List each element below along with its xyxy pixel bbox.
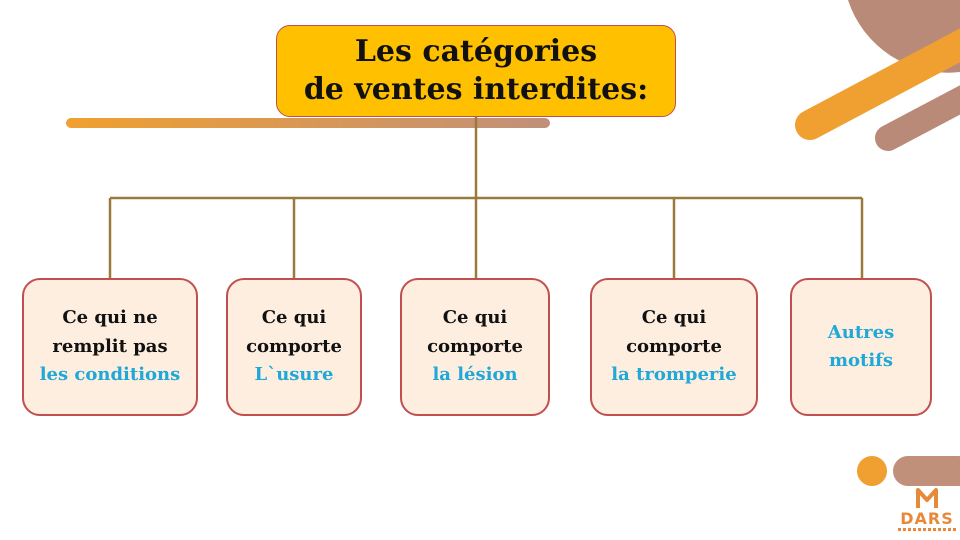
node-text-line-2: comporte bbox=[246, 335, 342, 357]
node-highlight: les conditions bbox=[39, 364, 181, 386]
decor-stripe-brown bbox=[875, 85, 960, 151]
decor-pill bbox=[893, 456, 960, 486]
node-text-line-1: Ce qui bbox=[641, 307, 707, 329]
title-line-1: Les catégories bbox=[354, 34, 598, 69]
node-text-line-2: comporte bbox=[626, 335, 722, 357]
node-text-line-1: Ce qui ne bbox=[62, 307, 158, 329]
node-text-line-1: Ce qui bbox=[442, 307, 508, 329]
node-highlight: la tromperie bbox=[611, 364, 737, 386]
decor-horizontal-bar bbox=[66, 118, 550, 128]
node-highlight: motifs bbox=[828, 350, 894, 371]
decor-stripe-orange bbox=[795, 28, 960, 140]
node-text-line-1: Ce qui bbox=[261, 307, 327, 329]
node-usure: Ce qui comporte L`usure bbox=[226, 278, 362, 416]
node-highlight: la lésion bbox=[432, 364, 518, 386]
connector-lines bbox=[108, 117, 864, 278]
diagram-title: Les catégories de ventes interdites: bbox=[276, 25, 676, 117]
logo-underline bbox=[898, 528, 956, 531]
node-tromperie: Ce qui comporte la tromperie bbox=[590, 278, 758, 416]
title-line-2: de ventes interdites: bbox=[303, 72, 649, 107]
decor-dot bbox=[857, 456, 887, 486]
node-highlight-line-1: Autres bbox=[827, 321, 895, 343]
node-highlight: L`usure bbox=[254, 364, 334, 386]
node-autres-motifs: Autres motifs bbox=[790, 278, 932, 416]
logo-text: DARS bbox=[900, 509, 954, 528]
node-text-line-2: remplit pas bbox=[52, 335, 168, 357]
node-lesion: Ce qui comporte la lésion bbox=[400, 278, 550, 416]
node-conditions: Ce qui ne remplit pas les conditions bbox=[22, 278, 198, 416]
node-text-line-2: comporte bbox=[427, 335, 523, 357]
logo-mark-icon bbox=[916, 488, 938, 508]
